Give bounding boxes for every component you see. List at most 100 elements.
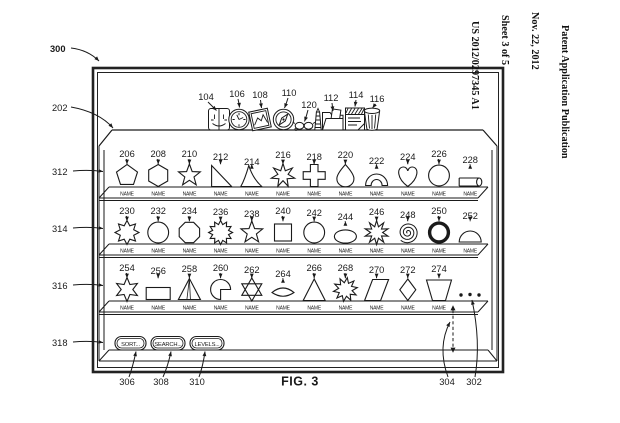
leader-arrowhead (312, 273, 317, 279)
leader-arrowhead (218, 216, 223, 222)
item-name-label: NAME (307, 306, 322, 312)
leader-arrowhead (374, 164, 379, 169)
item-ref-label: 244 (338, 212, 354, 222)
leader-arrowhead (374, 273, 379, 279)
item-name-label: NAME (432, 192, 447, 198)
ref-310: 310 (189, 377, 205, 387)
item-ref-label: 230 (119, 206, 135, 216)
ref-316: 316 (52, 281, 68, 291)
item-name-label: NAME (339, 192, 354, 198)
leader-arrowhead (304, 116, 308, 122)
item-ref-label: 254 (119, 263, 135, 273)
item-name-label: NAME (245, 306, 260, 312)
item-name-label: NAME (276, 192, 291, 198)
item-ref-label: 238 (244, 209, 260, 219)
ref-116: 116 (370, 94, 385, 104)
leader-arrowhead (249, 164, 254, 169)
ref-300: 300 (50, 44, 66, 54)
item-ref-label: 218 (306, 152, 322, 162)
leader-arrowhead (437, 216, 441, 222)
leader-arrowhead (108, 123, 113, 128)
item-name-label: NAME (120, 192, 135, 198)
cabinet-structure (98, 129, 498, 362)
ref-302: 302 (466, 377, 482, 387)
leader-arrowhead (372, 103, 377, 108)
item-ref-label: 228 (462, 155, 478, 165)
item-ref-label: 258 (182, 264, 198, 274)
ref-304: 304 (439, 377, 455, 387)
item-ref-label: 242 (306, 208, 322, 218)
item-ref-label: 272 (400, 265, 416, 275)
header-date: Nov. 22, 2012 (529, 12, 540, 70)
item-ref-label: 240 (275, 206, 291, 216)
leader-arrowhead (156, 273, 161, 279)
leader-arrowhead (471, 300, 475, 305)
leader-arrowhead (249, 273, 254, 279)
leader-arrowhead (468, 216, 473, 222)
levels-button-label: LEVELS... (195, 342, 221, 348)
leader-arrowhead (187, 159, 192, 165)
item-ref-label: 274 (431, 264, 447, 274)
leader-arrowhead (133, 351, 137, 357)
folder-icon (321, 108, 344, 131)
generated-annotations: 206NAME208NAME210NAME212NAME214NAME216NA… (50, 44, 483, 387)
leader-arrowhead (330, 106, 335, 111)
item-name-label: NAME (370, 192, 385, 198)
ref-306: 306 (119, 377, 135, 387)
item-ref-label: 268 (338, 263, 354, 273)
item-name-label: NAME (245, 249, 260, 255)
item-ref-label: 212 (213, 152, 229, 162)
item-name-label: NAME (214, 192, 229, 198)
leader-arrowhead (218, 159, 223, 165)
leader-arrowhead (98, 283, 103, 287)
leader-arrowhead (312, 216, 317, 222)
item-ref-label: 216 (275, 150, 291, 160)
leader-arrowhead (281, 159, 285, 165)
item-name-label: NAME (245, 192, 260, 198)
header-publication: Patent Application Publication (559, 25, 570, 159)
sort-button: SORT... (114, 335, 147, 351)
leader-arrowhead (284, 103, 288, 108)
leader-arrowhead (446, 322, 450, 327)
ref-110: 110 (282, 88, 297, 98)
item-name-label: NAME (370, 306, 385, 312)
item-ref-label: 252 (462, 211, 478, 221)
shelf-2-board (98, 243, 489, 258)
item-name-label: NAME (307, 192, 322, 198)
clock-icon (228, 108, 250, 131)
item-name-label: NAME (183, 306, 198, 312)
pencil-icon (314, 107, 322, 131)
item-ref-label: 266 (306, 263, 322, 273)
item-name-label: NAME (339, 249, 354, 255)
ref-202: 202 (52, 103, 68, 113)
row-spacer-arrow (450, 305, 456, 353)
header-sheet: Sheet 3 of 5 (499, 15, 510, 66)
item-name-label: NAME (463, 249, 478, 255)
leader-arrowhead (374, 216, 379, 222)
levels-button: LEVELS... (189, 335, 225, 351)
item-ref-label: 256 (150, 266, 166, 276)
item-name-label: NAME (276, 249, 291, 255)
item-name-label: NAME (307, 249, 322, 255)
ref-312: 312 (52, 167, 68, 177)
item-name-label: NAME (183, 192, 198, 198)
leader-arrowhead (281, 216, 285, 222)
